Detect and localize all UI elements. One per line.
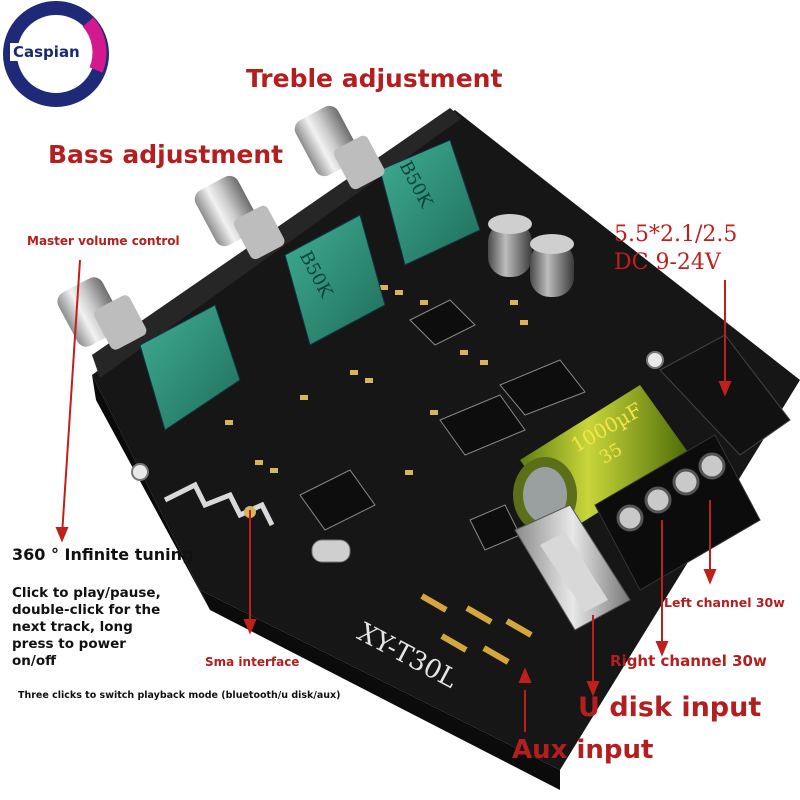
label-aux: Aux input (512, 735, 654, 765)
pot-master (57, 277, 241, 431)
label-treble: Treble adjustment (246, 64, 503, 93)
pcb-board (92, 110, 800, 770)
antenna-trace (163, 481, 275, 527)
mounting-hole (131, 463, 149, 481)
label-playback-mode: Three clicks to switch playback mode (bl… (18, 690, 341, 701)
label-power-spec-2: DC 9-24V (614, 250, 721, 275)
pcb-side-edge (92, 375, 210, 610)
label-master-volume: Master volume control (27, 234, 180, 248)
label-left-channel: Left channel 30w (664, 595, 785, 610)
label-sma: Sma interface (205, 655, 300, 669)
label-right-channel: Right channel 30w (610, 652, 767, 670)
aux-pins (420, 593, 533, 665)
smd-components (225, 285, 528, 475)
label-button-instructions: Click to play/pause, double-click for th… (12, 585, 161, 669)
mounting-hole (646, 351, 664, 369)
crystal (311, 539, 351, 563)
label-bass: Bass adjustment (48, 140, 284, 169)
pcb-front-edge (200, 590, 560, 790)
ic-chips (299, 299, 586, 551)
pot-treble (294, 105, 481, 266)
label-infinite-tuning: 360 ° Infinite tuning (12, 545, 194, 564)
label-u-disk: U disk input (578, 692, 762, 723)
terminal-block (594, 434, 761, 591)
callout-lines (55, 259, 732, 732)
usb-port (514, 504, 631, 631)
small-capacitors (488, 214, 574, 297)
pot-bass (194, 175, 386, 346)
label-power-spec-1: 5.5*2.1/2.5 (614, 222, 738, 247)
logo-text: Caspian (10, 43, 83, 61)
